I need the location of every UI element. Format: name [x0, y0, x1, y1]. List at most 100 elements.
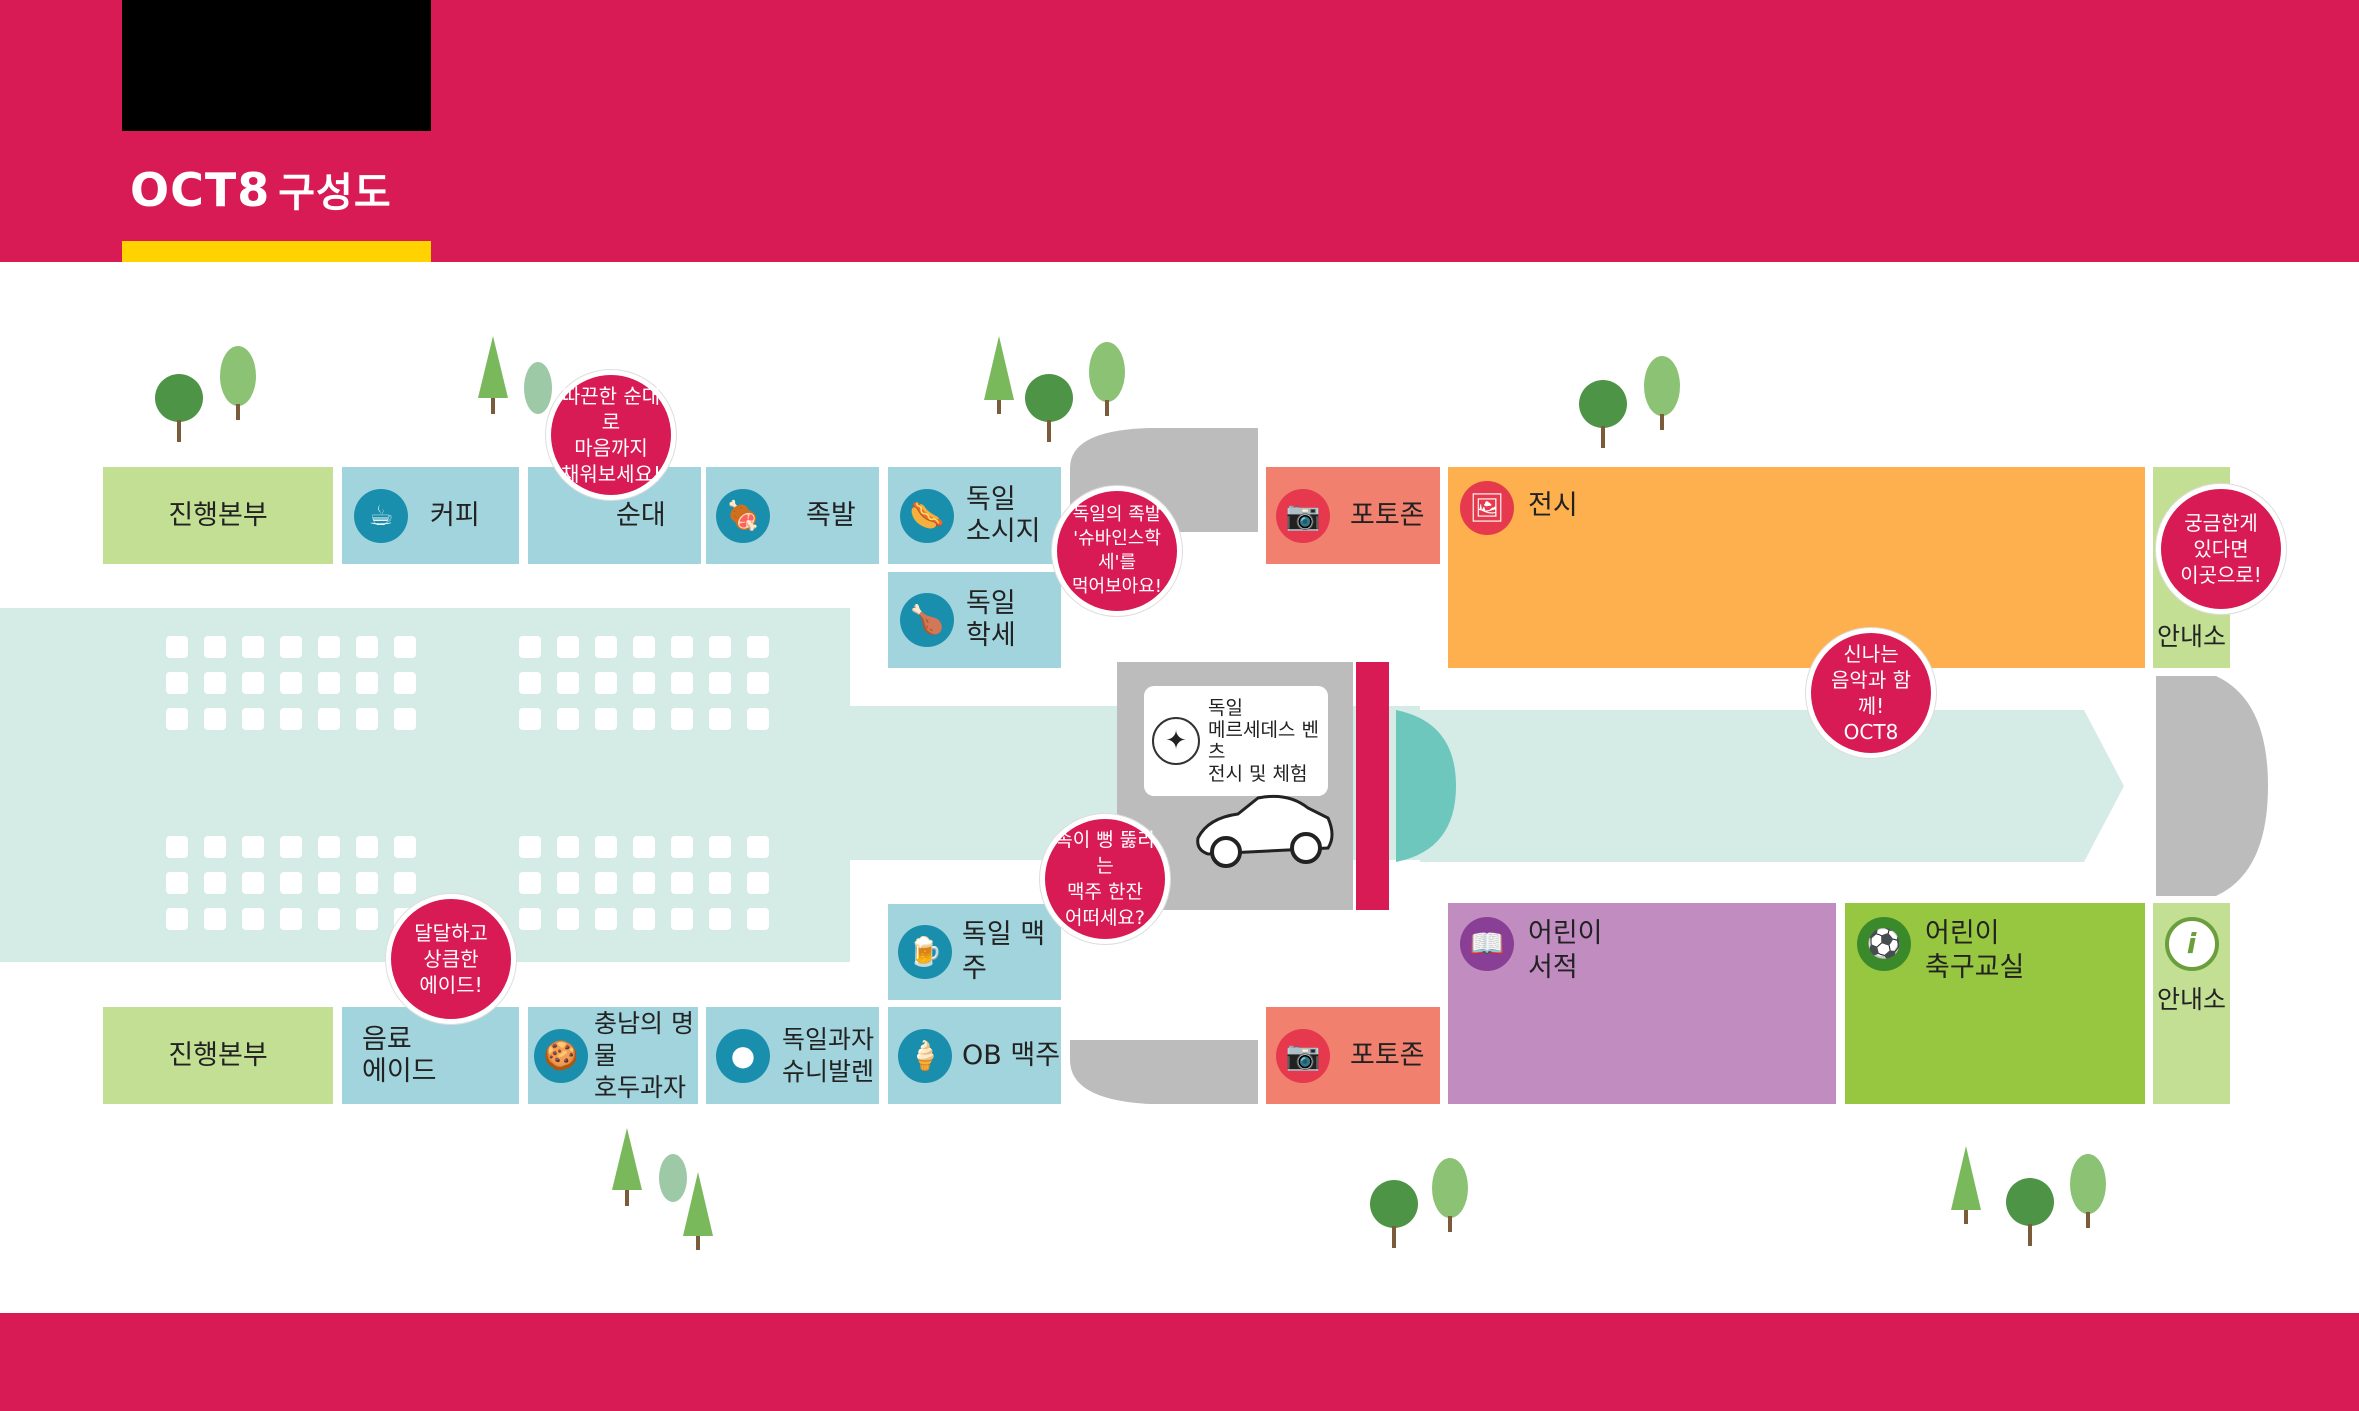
seat: [519, 872, 541, 894]
seat: [394, 872, 416, 894]
seat: [671, 708, 693, 730]
seat: [318, 836, 340, 858]
booth-ob-beer[interactable]: 🍦OB 맥주: [888, 1007, 1061, 1104]
bubble-line3: 채워보세요!: [560, 462, 662, 486]
bubble-line1: 따끈한 순대로: [561, 384, 661, 434]
booth-label: 진행본부: [168, 499, 268, 531]
seat: [318, 908, 340, 930]
seat: [242, 836, 264, 858]
booth-label-line1: 독일: [966, 483, 1016, 515]
seat: [280, 708, 302, 730]
booth-label-line1: 어린이: [1925, 918, 2000, 949]
seat: [595, 672, 617, 694]
booth-hq-top[interactable]: 진행본부: [103, 467, 333, 564]
camera-icon: 📷: [1276, 488, 1330, 543]
seat: [242, 636, 264, 658]
booth-label: 포토존: [1350, 499, 1425, 531]
seat: [318, 872, 340, 894]
seat: [709, 908, 731, 930]
seat: [280, 636, 302, 658]
seat: [394, 672, 416, 694]
bubble-line1: 속이 뻥 뚫리는: [1055, 829, 1155, 877]
booth-label: 순대: [616, 499, 666, 531]
booth-hq-bottom[interactable]: 진행본부: [103, 1007, 333, 1104]
seat: [166, 908, 188, 930]
seat: [557, 908, 579, 930]
booth-label-line1: 독일: [966, 588, 1016, 619]
booth-label: 안내소: [2156, 622, 2226, 651]
seat: [595, 908, 617, 930]
booth-photozone-bottom[interactable]: 📷포토존: [1266, 1007, 1440, 1104]
booth-label: 포토존: [1350, 1039, 1425, 1071]
booth-german-beer[interactable]: 🍺독일 맥주: [888, 904, 1061, 1000]
seat: [356, 836, 378, 858]
seat: [557, 836, 579, 858]
gray-arch-bottom: [1070, 1040, 1258, 1104]
walkway-arrow: [1420, 710, 2124, 862]
booth-exhibition[interactable]: 🖼전시: [1448, 467, 2145, 668]
red-divider: [1356, 662, 1389, 910]
bubble-line2: 있다면: [2193, 537, 2249, 561]
seat: [242, 672, 264, 694]
booth-label-line2: 슈니발렌: [782, 1056, 875, 1086]
seat: [519, 672, 541, 694]
benz-label-line3: 전시 및 체험: [1208, 763, 1308, 785]
seat: [280, 872, 302, 894]
seat: [280, 836, 302, 858]
booth-label-line1: 독일과자: [782, 1024, 875, 1054]
seat: [671, 872, 693, 894]
seat: [204, 672, 226, 694]
booth-label: OB 맥주: [962, 1039, 1061, 1071]
bubble-line1: 신나는: [1843, 642, 1899, 666]
seat: [595, 636, 617, 658]
seat: [519, 708, 541, 730]
seat: [671, 908, 693, 930]
seat: [204, 636, 226, 658]
seat: [671, 636, 693, 658]
seat: [633, 908, 655, 930]
seat: [595, 872, 617, 894]
trees: [155, 336, 2106, 1250]
bubble-line3: 먹어보아요!: [1071, 576, 1162, 597]
seat: [595, 836, 617, 858]
seat: [557, 708, 579, 730]
seat: [166, 672, 188, 694]
cup-icon: ☕: [354, 488, 408, 543]
teal-stage: [1396, 710, 1456, 862]
title-underline: [122, 241, 431, 262]
booth-label-line2: 축구교실: [1925, 952, 2025, 983]
bubble-line1: 달달하고: [414, 921, 488, 945]
booth-label: 안내소: [2156, 985, 2226, 1014]
booth-label: 독일 맥주: [962, 919, 1046, 984]
seat: [709, 836, 731, 858]
booth-label-line2: 소시지: [966, 515, 1041, 547]
schneeballen-icon: ●: [716, 1028, 770, 1083]
car-illustration: [1196, 794, 1334, 868]
booth-photozone-top[interactable]: 📷 포토존: [1266, 467, 1440, 564]
seat: [280, 908, 302, 930]
booth-sundae[interactable]: 순대: [528, 467, 701, 564]
seat: [519, 636, 541, 658]
seat: [166, 836, 188, 858]
seat: [318, 672, 340, 694]
seat: [356, 708, 378, 730]
jokbal-icon: 🍖: [716, 488, 770, 543]
booth-jokbal[interactable]: 🍖족발: [706, 467, 879, 564]
benz-label-line2: 메르세데스 벤츠: [1208, 719, 1319, 763]
booth-coffee[interactable]: ☕커피: [342, 467, 519, 564]
bubble-line2: 맥주 한잔: [1067, 881, 1143, 903]
book-icon: 📖: [1460, 917, 1514, 971]
seat: [595, 708, 617, 730]
